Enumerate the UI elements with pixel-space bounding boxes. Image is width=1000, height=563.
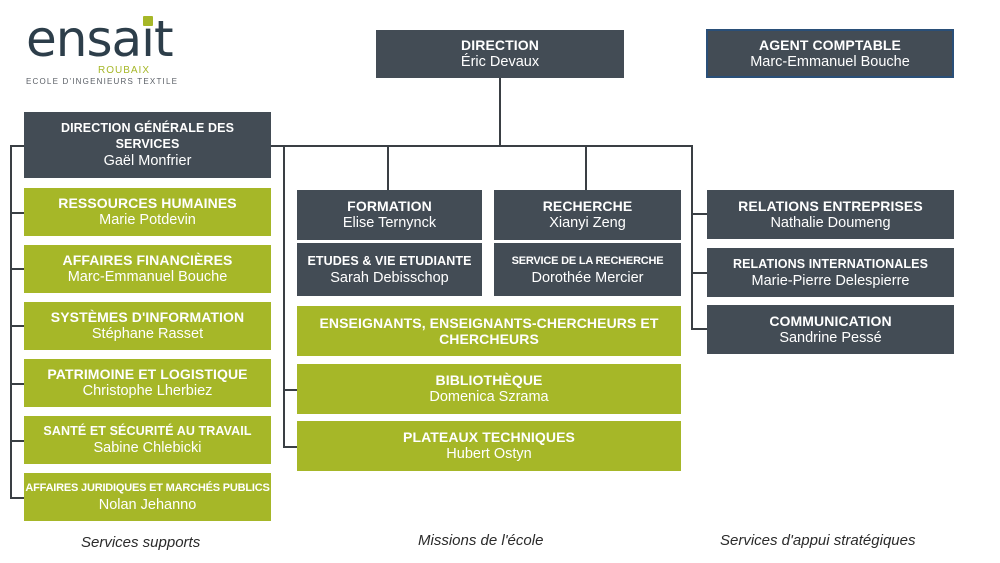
dgs-box: DIRECTION GÉNÉRALE DES SERVICES Gaël Mon… bbox=[24, 112, 271, 178]
appui-title: RELATIONS ENTREPRISES bbox=[738, 197, 923, 214]
support-title: AFFAIRES FINANCIÈRES bbox=[62, 252, 233, 268]
support-box-af: AFFAIRES FINANCIÈRES Marc-Emmanuel Bouch… bbox=[24, 245, 271, 293]
plateaux-title: PLATEAUX TECHNIQUES bbox=[403, 429, 575, 445]
support-name: Marc-Emmanuel Bouche bbox=[67, 269, 228, 285]
support-box-sst: SANTÉ ET SÉCURITÉ AU TRAVAIL Sabine Chle… bbox=[24, 416, 271, 464]
connector-formation-down bbox=[387, 145, 389, 191]
service-recherche-title: SERVICE DE LA RECHERCHE bbox=[511, 254, 664, 267]
support-name: Stéphane Rasset bbox=[91, 326, 204, 342]
support-name: Sabine Chlebicki bbox=[93, 440, 202, 456]
connector-missions-vertical bbox=[283, 145, 285, 447]
appui-title: RELATIONS INTERNATIONALES bbox=[732, 256, 929, 271]
support-box-rh: RESSOURCES HUMAINES Marie Potdevin bbox=[24, 188, 271, 236]
agent-comptable-title: AGENT COMPTABLE bbox=[758, 36, 901, 53]
dgs-name: Gaël Monfrier bbox=[103, 153, 192, 169]
connector-horizontal-main bbox=[10, 145, 693, 147]
connector-direction-down bbox=[499, 78, 501, 146]
connector-tick-comm bbox=[691, 328, 707, 330]
enseignants-box: ENSEIGNANTS, ENSEIGNANTS-CHERCHEURS ET C… bbox=[297, 306, 681, 356]
recherche-box: RECHERCHE Xianyi Zeng bbox=[494, 190, 681, 240]
support-title: RESSOURCES HUMAINES bbox=[58, 195, 237, 211]
connector-tick-sst bbox=[10, 440, 24, 442]
support-box-ajmp: AFFAIRES JURIDIQUES ET MARCHÉS PUBLICS N… bbox=[24, 473, 271, 521]
direction-name: Éric Devaux bbox=[460, 54, 540, 70]
appui-box-re: RELATIONS ENTREPRISES Nathalie Doumeng bbox=[707, 190, 954, 239]
bibliotheque-box: BIBLIOTHÈQUE Domenica Szrama bbox=[297, 364, 681, 414]
appui-box-comm: COMMUNICATION Sandrine Pessé bbox=[707, 305, 954, 354]
direction-box: DIRECTION Éric Devaux bbox=[376, 30, 624, 78]
support-box-pl: PATRIMOINE ET LOGISTIQUE Christophe Lher… bbox=[24, 359, 271, 407]
logo-city: ROUBAIX bbox=[98, 65, 151, 76]
support-box-si: SYSTÈMES D'INFORMATION Stéphane Rasset bbox=[24, 302, 271, 350]
bibliotheque-title: BIBLIOTHÈQUE bbox=[435, 372, 543, 388]
appui-name: Marie-Pierre Delespierre bbox=[751, 272, 910, 289]
enseignants-title: ENSEIGNANTS, ENSEIGNANTS-CHERCHEURS ET C… bbox=[319, 315, 659, 347]
connector-tick-biblio bbox=[283, 389, 297, 391]
agent-comptable-name: Marc-Emmanuel Bouche bbox=[750, 53, 910, 70]
support-title: PATRIMOINE ET LOGISTIQUE bbox=[47, 366, 248, 382]
direction-title: DIRECTION bbox=[461, 37, 539, 53]
appui-name: Nathalie Doumeng bbox=[770, 214, 891, 231]
etudes-name: Sarah Debisschop bbox=[330, 269, 449, 286]
support-name: Marie Potdevin bbox=[99, 212, 196, 228]
connector-tick-pl bbox=[10, 383, 24, 385]
formation-title: FORMATION bbox=[347, 198, 432, 214]
formation-name: Elise Ternynck bbox=[342, 215, 437, 231]
appui-box-ri: RELATIONS INTERNATIONALES Marie-Pierre D… bbox=[707, 248, 954, 297]
etudes-title: ETUDES & VIE ETUDIANTE bbox=[307, 253, 472, 268]
support-name: Christophe Lherbiez bbox=[82, 383, 213, 399]
connector-tick-plateaux bbox=[283, 446, 297, 448]
appui-title: COMMUNICATION bbox=[769, 312, 892, 329]
footer-missions: Missions de l'école bbox=[418, 532, 544, 549]
service-recherche-name: Dorothée Mercier bbox=[531, 269, 644, 286]
recherche-title: RECHERCHE bbox=[542, 198, 633, 214]
formation-box: FORMATION Elise Ternynck bbox=[297, 190, 482, 240]
support-title: SANTÉ ET SÉCURITÉ AU TRAVAIL bbox=[43, 424, 252, 438]
ensait-logo: ensait ROUBAIX ECOLE D'INGENIEURS TEXTIL… bbox=[26, 14, 177, 86]
agent-comptable-box: AGENT COMPTABLE Marc-Emmanuel Bouche bbox=[706, 29, 954, 78]
support-title: AFFAIRES JURIDIQUES ET MARCHÉS PUBLICS bbox=[25, 482, 270, 494]
footer-services-appui: Services d'appui stratégiques bbox=[720, 532, 916, 549]
support-name: Nolan Jehanno bbox=[98, 497, 197, 513]
plateaux-name: Hubert Ostyn bbox=[446, 446, 532, 462]
connector-right-vertical bbox=[691, 145, 693, 330]
service-recherche-box: SERVICE DE LA RECHERCHE Dorothée Mercier bbox=[494, 243, 681, 296]
connector-tick-ajmp bbox=[10, 497, 24, 499]
connector-tick-ri bbox=[691, 272, 707, 274]
connector-left-vertical bbox=[10, 145, 12, 498]
footer-services-supports: Services supports bbox=[81, 534, 201, 551]
recherche-name: Xianyi Zeng bbox=[549, 215, 626, 231]
appui-name: Sandrine Pessé bbox=[779, 329, 882, 346]
logo-subtitle: ECOLE D'INGENIEURS TEXTILE bbox=[26, 77, 179, 86]
dgs-title: DIRECTION GÉNÉRALE DES SERVICES bbox=[60, 121, 235, 151]
connector-tick-re bbox=[691, 213, 707, 215]
logo-dot-icon bbox=[143, 16, 153, 26]
support-title: SYSTÈMES D'INFORMATION bbox=[50, 309, 245, 325]
bibliotheque-name: Domenica Szrama bbox=[429, 389, 549, 405]
connector-tick-si bbox=[10, 325, 24, 327]
plateaux-box: PLATEAUX TECHNIQUES Hubert Ostyn bbox=[297, 421, 681, 471]
etudes-box: ETUDES & VIE ETUDIANTE Sarah Debisschop bbox=[297, 243, 482, 296]
connector-recherche-down bbox=[585, 145, 587, 191]
connector-tick-rh bbox=[10, 212, 24, 214]
connector-tick-af bbox=[10, 268, 24, 270]
